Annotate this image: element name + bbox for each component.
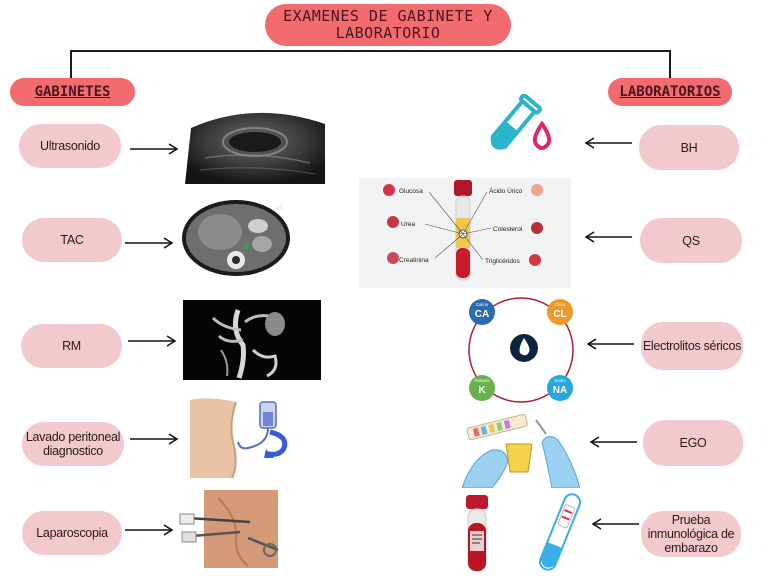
electrolyte-name-calcio: Calcio [476, 302, 489, 307]
electrolyte-name-sodio: Sodio [554, 378, 566, 383]
connector-top [70, 50, 670, 52]
qs-label-glucosa: Glucosa [399, 188, 423, 195]
lab-item-bh: BH [639, 125, 739, 170]
peritoneal-lavage-image [190, 398, 288, 478]
arrow-ego [589, 436, 637, 448]
page-title: EXAMENES DE GABINETE Y LABORATORIO [265, 4, 511, 46]
lab-item-ego: EGO [643, 420, 743, 466]
qs-infographic: Glucosa Ácido Úrico Urea Colesterol Crea… [359, 178, 571, 288]
pregnancy-test-icon [539, 493, 581, 571]
lab-item-prueba-embarazo: Prueba inmunológica de embarazo [641, 511, 741, 557]
connector-right [669, 50, 671, 78]
arrow-ultrasonido [130, 143, 179, 155]
arrow-prueba-embarazo [591, 518, 639, 530]
electrolyte-symbol-na: NA [553, 385, 567, 396]
arrow-qs [584, 231, 632, 243]
arrow-bh [584, 137, 632, 149]
lab-item-electrolitos: Electrolitos séricos [641, 322, 743, 370]
ct-scan-image [180, 196, 292, 280]
arrow-tac [125, 237, 174, 249]
laboratorios-header: LABORATORIOS [608, 78, 732, 106]
gabinete-item-tac: TAC [22, 218, 122, 262]
electrolyte-symbol-cl: CL [553, 309, 566, 320]
gabinetes-header: GABINETES [10, 78, 135, 106]
qs-label-acido-urico: Ácido Úrico [489, 186, 523, 195]
arrow-lavado [130, 433, 179, 445]
electrolyte-symbol-ca: CA [475, 309, 489, 320]
qs-label-colesterol: Colesterol [493, 226, 523, 233]
qs-label-trigliceridos: Triglicéridos [485, 258, 521, 265]
arrow-rm [128, 335, 177, 347]
gabinete-item-ultrasonido: Ultrasonido [19, 124, 121, 168]
ultrasound-image [185, 112, 325, 184]
electrolyte-name-potasio: Potasio [474, 378, 490, 383]
connector-left [70, 50, 72, 78]
arrow-electrolitos [586, 338, 634, 350]
mri-image [183, 300, 321, 380]
gabinete-item-rm: RM [21, 324, 122, 368]
lab-item-qs: QS [640, 218, 742, 263]
electrolyte-name-cloro: Cloro [555, 302, 566, 307]
qs-label-urea: Urea [401, 221, 415, 228]
gabinete-item-lavado: Lavado peritoneal diagnostico [22, 422, 124, 466]
test-tube-icon [490, 94, 552, 150]
urine-test-image [462, 413, 580, 488]
qs-label-creatinina: Creatinina [399, 257, 429, 264]
arrow-laparoscopia [125, 524, 174, 536]
electrolyte-symbol-k: K [478, 385, 486, 396]
gabinete-item-laparoscopia: Laparoscopia [22, 511, 122, 555]
blood-tube-image [466, 495, 488, 572]
laparoscopy-image [179, 490, 279, 568]
electrolytes-diagram: Calcio CA Cloro CL Potasio K Sodio NA [468, 297, 574, 403]
